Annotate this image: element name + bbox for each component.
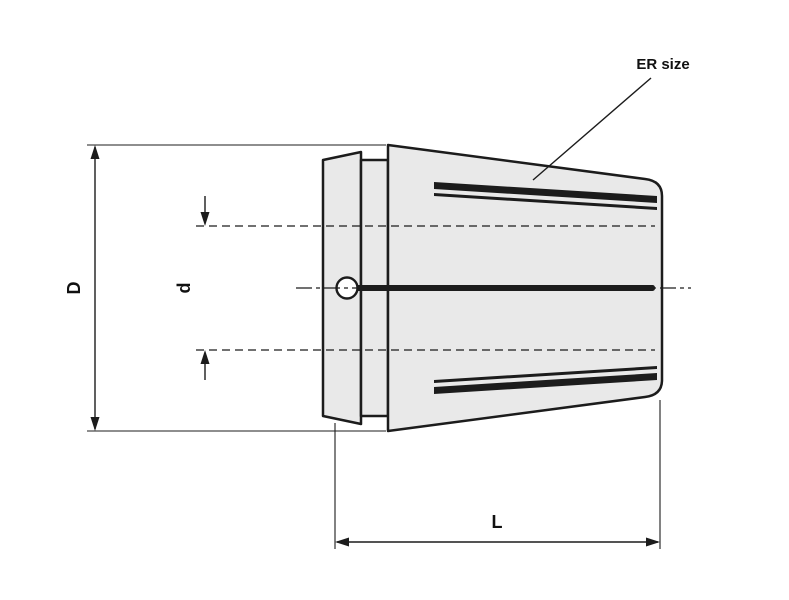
- dim-D-label: D: [64, 282, 84, 295]
- er-size-leader-line: [532, 77, 652, 181]
- dim-L-label: L: [492, 512, 503, 532]
- dim-D-arrow-top: [90, 145, 100, 159]
- upper-slit-main: [434, 182, 657, 203]
- dim-d-arrow-top: [200, 212, 210, 226]
- upper-slit-secondary: [434, 193, 657, 210]
- dim-D-arrow-bottom: [90, 417, 100, 431]
- lower-slit-main: [434, 373, 657, 394]
- dim-d-label: d: [174, 283, 194, 294]
- dim-d-arrow-bottom: [200, 350, 210, 364]
- dim-L-arrow-left: [335, 537, 349, 547]
- er-size-label: ER size: [636, 56, 689, 73]
- dim-L-arrow-right: [646, 537, 660, 547]
- lower-slit-secondary: [434, 366, 657, 383]
